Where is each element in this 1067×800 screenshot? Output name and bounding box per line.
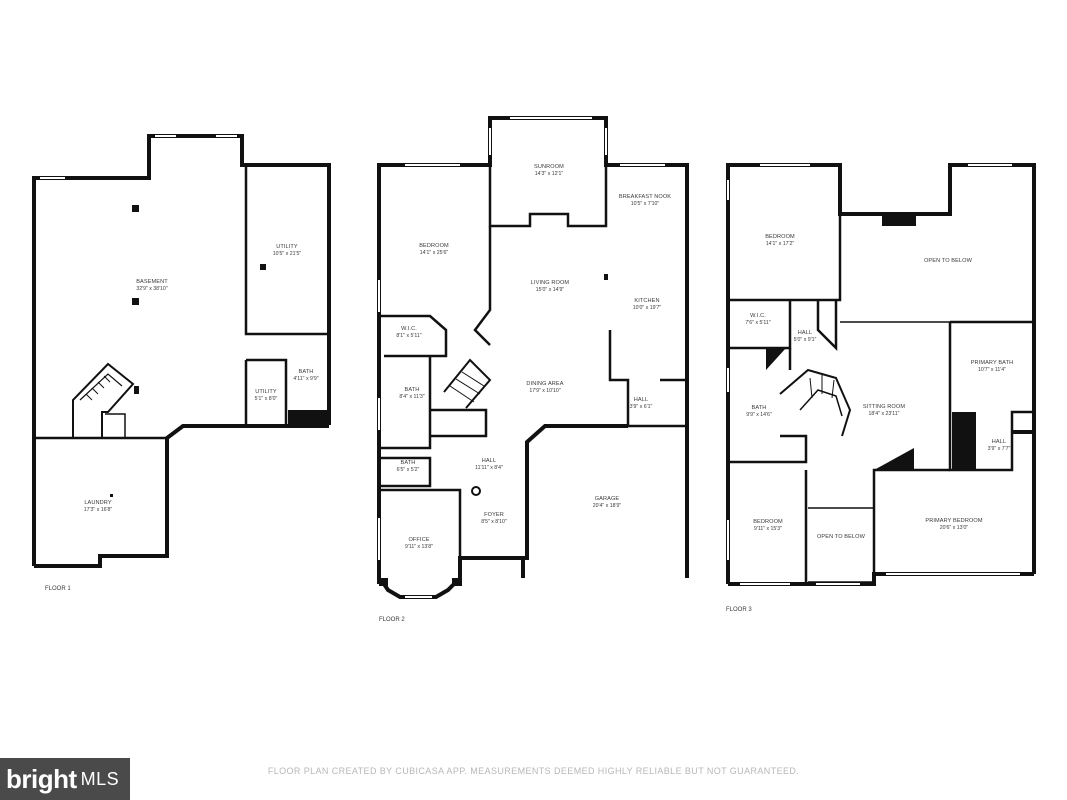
floor-3-fixtures (766, 214, 1032, 470)
room-name: KITCHEN (634, 298, 659, 304)
room-dim: 14'3" x 12'1" (535, 171, 564, 177)
room-name: BATH (401, 460, 416, 466)
room-dim: 8'1" x 5'11" (396, 333, 421, 339)
floor-3-labels: BEDROOM 14'1" x 17'2" OPEN TO BELOW W.I.… (726, 234, 1013, 613)
room-dim: 32'9" x 38'10" (136, 286, 167, 292)
room-dim: 14'1" x 17'2" (766, 241, 795, 247)
room-name: BATH (752, 405, 767, 411)
room-name: BATH (299, 369, 314, 375)
room-name: LIVING ROOM (531, 280, 570, 286)
room-dim: 11'11" x 8'4" (475, 465, 503, 471)
bright-mls-logo: bright MLS (0, 758, 130, 800)
logo-mls-text: MLS (80, 768, 120, 789)
room-dim: 5'1" x 8'0" (255, 396, 278, 402)
room-name: LAUNDRY (84, 500, 111, 506)
room-name: HALL (798, 330, 812, 336)
room-dim: 9'9" x 14'6" (746, 412, 772, 418)
room-dim: 9'11" x 13'8" (405, 544, 433, 550)
room-dim: 6'5" x 5'2" (397, 467, 420, 473)
room-dim: 3'9" x 7'7" (988, 446, 1011, 452)
room-name: HALL (634, 397, 648, 403)
floor-label: FLOOR 1 (45, 586, 71, 592)
room-name: SITTING ROOM (863, 404, 905, 410)
room-name: SUNROOM (534, 164, 564, 170)
room-dim: 10'0" x 19'7" (633, 305, 662, 311)
room-name: BEDROOM (753, 519, 783, 525)
floor-3-windows (727, 164, 1020, 585)
room-dim: 10'5" x 21'5" (273, 251, 302, 257)
room-name: BEDROOM (765, 234, 795, 240)
room-name: DINING AREA (526, 381, 563, 387)
room-name: OPEN TO BELOW (924, 258, 973, 264)
room-dim: 10'7" x 11'4" (978, 367, 1006, 373)
room-name: HALL (992, 439, 1006, 445)
room-name: UTILITY (276, 244, 298, 250)
floor-1-windows (40, 135, 237, 179)
room-name: OPEN TO BELOW (817, 534, 866, 540)
room-dim: 3'9" x 6'1" (630, 404, 653, 410)
room-name: PRIMARY BATH (971, 360, 1014, 366)
floor-label: FLOOR 3 (726, 607, 752, 613)
floor-1-fixtures (110, 205, 329, 497)
room-name: GARAGE (595, 496, 620, 502)
room-dim: 20'6" x 13'0" (940, 525, 969, 531)
room-dim: 10'5" x 7'10" (631, 201, 660, 207)
room-dim: 8'5" x 8'10" (481, 519, 507, 525)
room-dim: 9'11" x 15'3" (754, 526, 782, 532)
room-name: W.I.C. (750, 313, 766, 319)
disclaimer: FLOOR PLAN CREATED BY CUBICASA APP. MEAS… (267, 766, 800, 776)
floor-2-labels: SUNROOM 14'3" x 12'1" BREAKFAST NOOK 10'… (379, 164, 671, 623)
room-dim: 15'0" x 14'9" (536, 287, 565, 293)
room-name: BATH (405, 387, 420, 393)
room-name: FOYER (484, 512, 504, 518)
floor-1-plan (32, 134, 331, 568)
room-dim: 18'4" x 23'11" (869, 411, 900, 417)
room-name: BREAKFAST NOOK (619, 194, 671, 200)
floor-label: FLOOR 2 (379, 617, 405, 623)
room-dim: 14'1" x 25'6" (420, 250, 449, 256)
floor-2-plan (377, 116, 689, 599)
room-name: OFFICE (408, 537, 429, 543)
room-name: BASEMENT (136, 279, 168, 285)
room-dim: 5'0" x 9'1" (794, 337, 817, 343)
room-dim: 4'11" x 9'9" (293, 376, 318, 382)
floor-2-fixtures (380, 274, 608, 586)
room-dim: 20'4" x 18'9" (593, 503, 622, 509)
floor-2-windows (378, 117, 672, 598)
room-name: PRIMARY BEDROOM (925, 518, 982, 524)
floor-1-labels: BASEMENT 32'9" x 38'10" UTILITY 10'5" x … (45, 244, 319, 592)
room-name: BEDROOM (419, 243, 449, 249)
room-dim: 17'9" x 10'10" (529, 388, 560, 394)
room-name: W.I.C. (401, 326, 417, 332)
room-dim: 7'6" x 5'11" (745, 320, 770, 326)
room-dim: 8'4" x 11'3" (399, 394, 424, 400)
room-dim: 17'3" x 16'8" (84, 507, 113, 513)
floor-3-plan (726, 163, 1036, 586)
room-name: UTILITY (255, 389, 277, 395)
logo-bright-text: bright (6, 763, 77, 794)
room-name: HALL (482, 458, 496, 464)
